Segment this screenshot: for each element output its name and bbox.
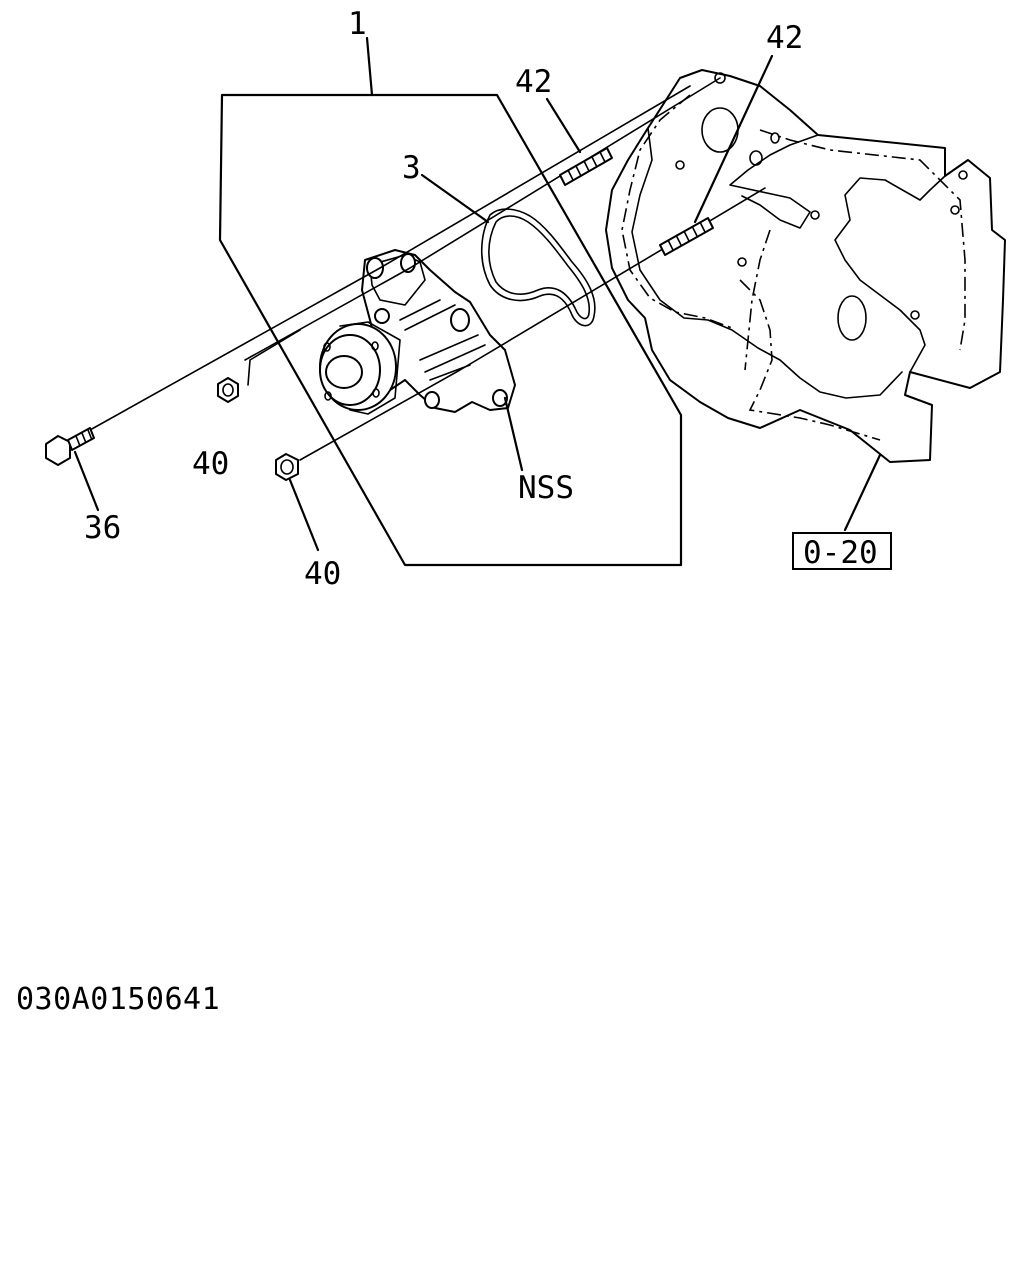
gasket bbox=[480, 208, 596, 327]
callout-nut-lower: 40 bbox=[304, 556, 341, 592]
reference-box bbox=[792, 532, 892, 570]
drawing-code: 030A0150641 bbox=[16, 982, 221, 1017]
water-pump bbox=[319, 249, 516, 415]
callout-nss: NSS bbox=[518, 470, 574, 506]
callout-stud-right: 42 bbox=[766, 20, 803, 56]
callout-assembly: 1 bbox=[348, 6, 367, 42]
stud-upper bbox=[545, 97, 613, 186]
nut-upper bbox=[217, 377, 239, 403]
assembly-bracket-lines bbox=[218, 36, 683, 567]
leader-lines bbox=[420, 173, 882, 532]
callout-gasket: 3 bbox=[402, 150, 421, 186]
engine-front-cover bbox=[605, 69, 1006, 463]
nut-lower bbox=[275, 453, 320, 552]
callout-ref-box: 0-20 bbox=[803, 535, 878, 571]
stud-right bbox=[659, 54, 774, 256]
callout-bolt: 36 bbox=[84, 510, 121, 546]
callout-nut-upper: 40 bbox=[192, 446, 229, 482]
callout-stud-upper: 42 bbox=[515, 64, 552, 100]
bolt bbox=[45, 427, 100, 512]
